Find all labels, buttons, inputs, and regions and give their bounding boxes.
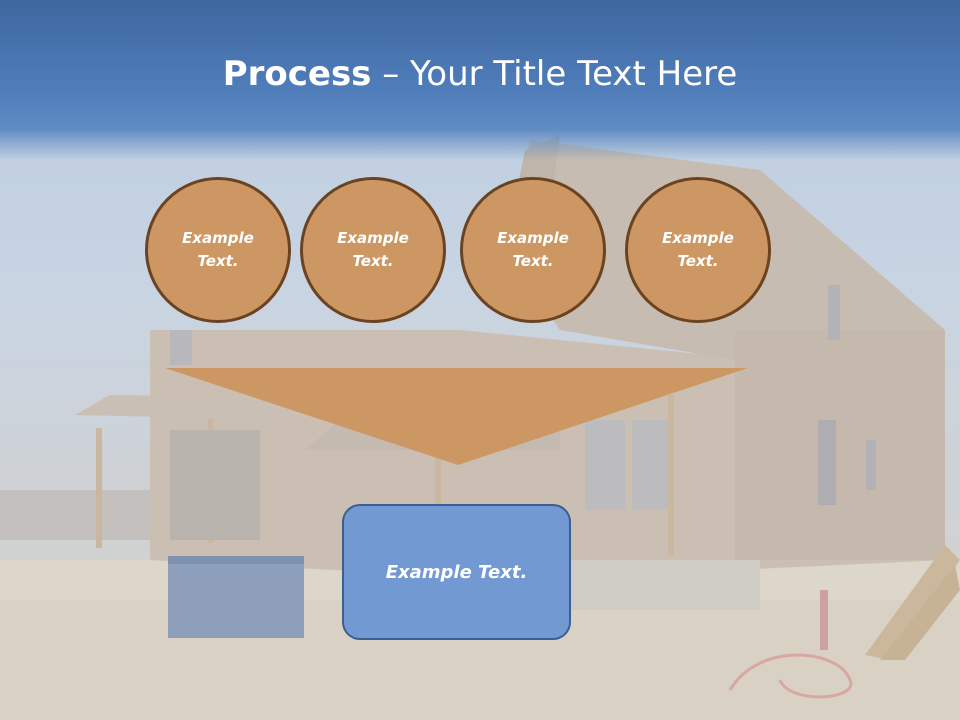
title-header-band <box>0 0 960 160</box>
process-step-circle: Example Text. <box>145 177 291 323</box>
slide-title: Process – Your Title Text Here <box>0 50 960 98</box>
result-text: Example Text. <box>385 561 528 583</box>
process-step-circle: Example Text. <box>625 177 771 323</box>
process-step-text: Example Text. <box>337 229 409 270</box>
process-step-circle: Example Text. <box>460 177 606 323</box>
process-step-text: Example Text. <box>662 229 734 270</box>
slide-title-bold: Process <box>222 54 372 94</box>
result-box: Example Text. <box>342 504 571 640</box>
process-step-circle: Example Text. <box>300 177 446 323</box>
slide-title-rest: – Your Title Text Here <box>371 54 738 94</box>
process-step-text: Example Text. <box>497 229 569 270</box>
process-step-text: Example Text. <box>182 229 254 270</box>
